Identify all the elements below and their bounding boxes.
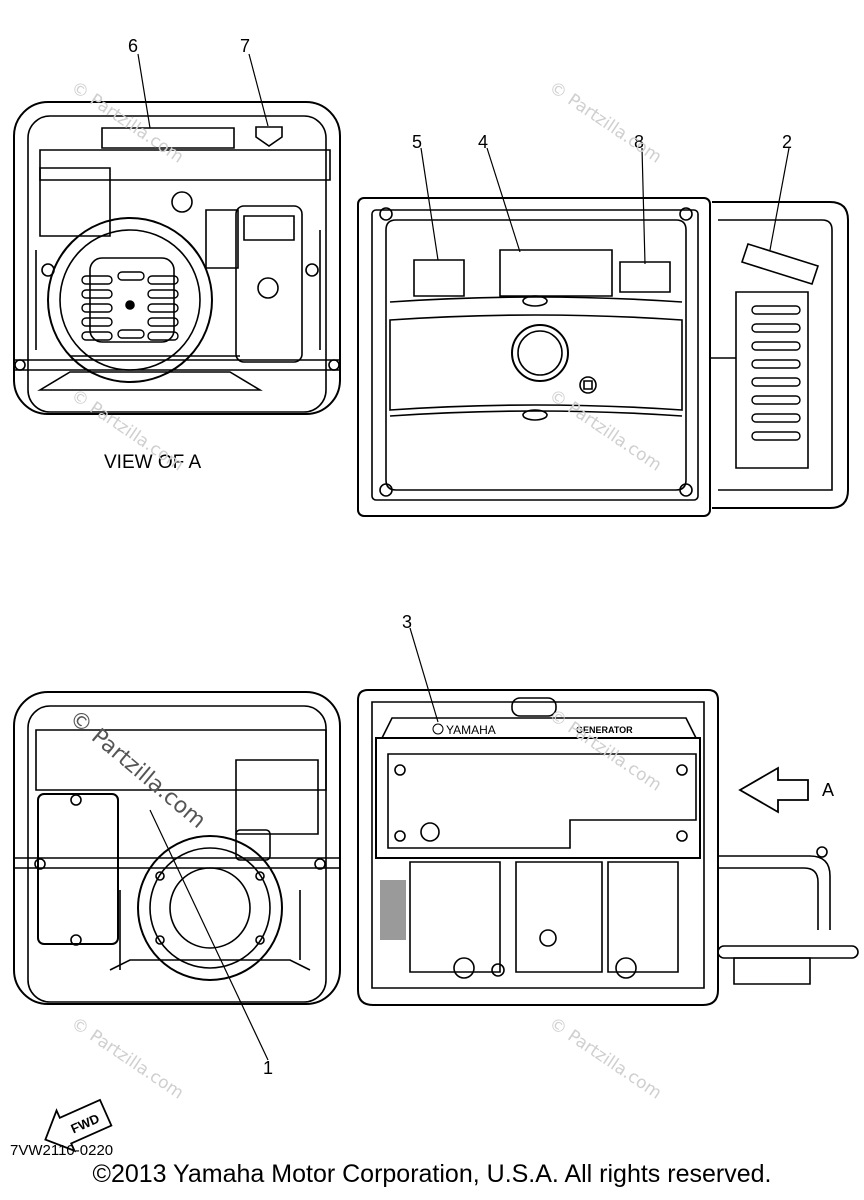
rear-view-drawing [14,692,340,1004]
label-2-area [742,244,818,284]
side-vent-slots [752,306,800,440]
watermark: © Partzilla.com [545,78,665,168]
diagram-code: 7VW2110-0220 [10,1142,114,1159]
grille-slots [82,272,178,340]
control-panel-drawing [358,198,848,516]
callout-4: 4 [478,132,488,152]
callout-7: 7 [240,36,250,56]
watermark: © Partzilla.com [67,1014,187,1104]
callout-a: A [822,780,834,800]
callout-5: 5 [412,132,422,152]
label-4-area [500,250,612,296]
watermarks: © Partzilla.com © Partzilla.com © Partzi… [64,78,665,1104]
watermark: © Partzilla.com [67,78,187,168]
yamaha-brand-label: YAMAHA [446,723,496,737]
side-view-drawing [358,690,858,1005]
generator-label: GENERATOR [576,725,633,735]
watermark: © Partzilla.com [545,1014,665,1104]
leader-lines [138,54,789,1060]
label-7-area [256,127,282,146]
callout-3: 3 [402,612,412,632]
label-8-area [620,262,670,292]
label-6-area [102,128,234,148]
watermark: © Partzilla.com [545,706,665,796]
label-5-area [414,260,464,296]
watermark-prominent: © Partzilla.com [64,705,210,833]
view-of-a-drawing [14,102,340,414]
callout-1: 1 [263,1058,273,1078]
callout-6: 6 [128,36,138,56]
view-a-arrow [740,768,808,812]
copyright-notice: ©2013 Yamaha Motor Corporation, U.S.A. A… [92,1160,772,1188]
view-of-a-label: VIEW OF A [104,452,201,473]
callout-2: 2 [782,132,792,152]
watermark: © Partzilla.com [545,386,665,476]
callout-8: 8 [634,132,644,152]
label-3-area [382,718,696,738]
